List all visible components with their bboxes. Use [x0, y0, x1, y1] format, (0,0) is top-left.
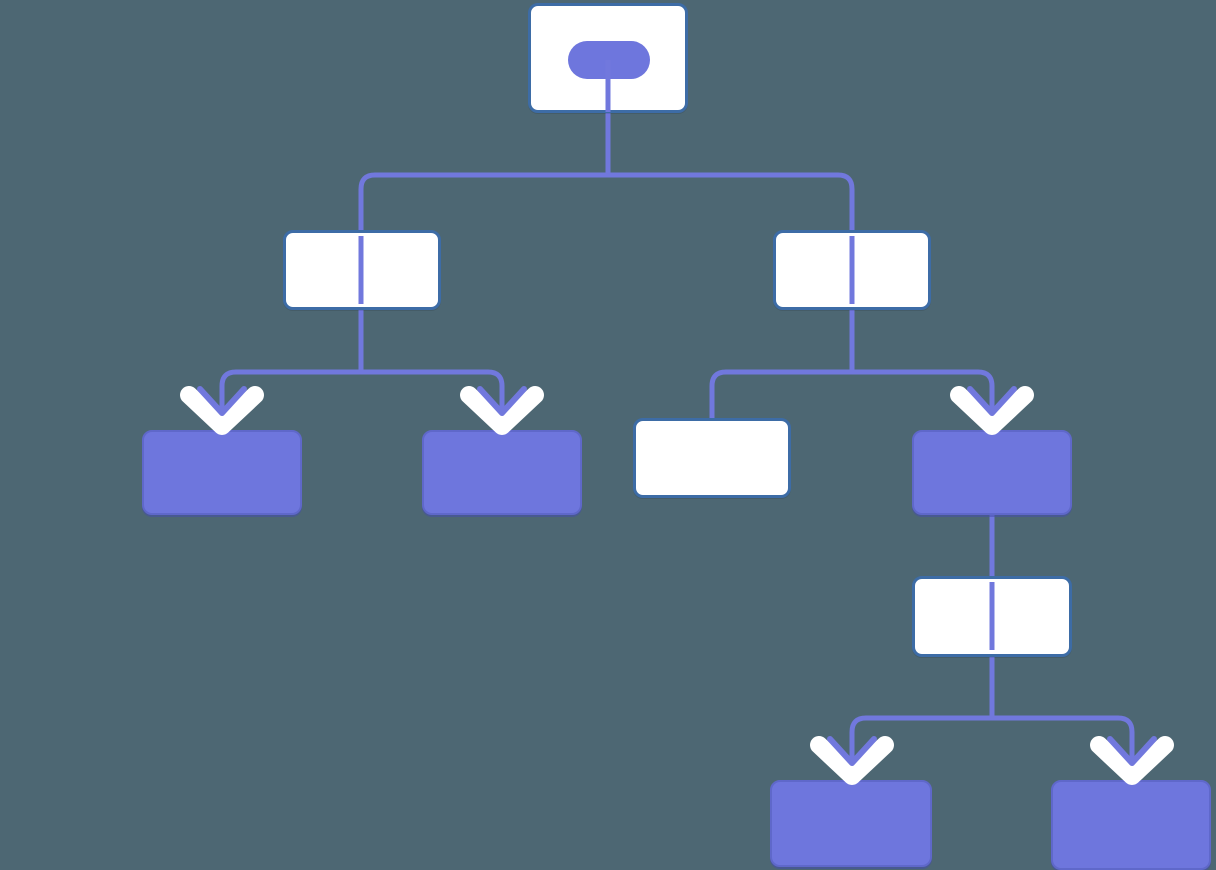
tree-node-l3d[interactable] — [912, 430, 1072, 515]
tree-node-l3a[interactable] — [142, 430, 302, 515]
edge-root-l2b — [605, 112, 855, 230]
tree-node-l2a[interactable] — [283, 230, 441, 310]
edge-l2b-l3c — [709, 310, 855, 418]
edge-root-l2a — [358, 112, 611, 230]
tree-node-l2b[interactable] — [773, 230, 931, 310]
edge-l2a-l3b — [358, 310, 505, 430]
tree-node-l5b[interactable] — [1051, 780, 1211, 870]
tree-node-l4[interactable] — [912, 576, 1072, 657]
edges-group — [219, 112, 1135, 780]
edge-l2a-l3a — [219, 310, 364, 430]
edge-l4-l5b — [989, 656, 1135, 780]
edge-l2b-l3d — [849, 310, 995, 430]
tree-node-l3c[interactable] — [633, 418, 791, 498]
tree-node-l5a[interactable] — [770, 780, 932, 867]
tree-node-l3b[interactable] — [422, 430, 582, 515]
edge-l4-l5a — [849, 656, 995, 780]
root-node-pill — [568, 41, 650, 79]
